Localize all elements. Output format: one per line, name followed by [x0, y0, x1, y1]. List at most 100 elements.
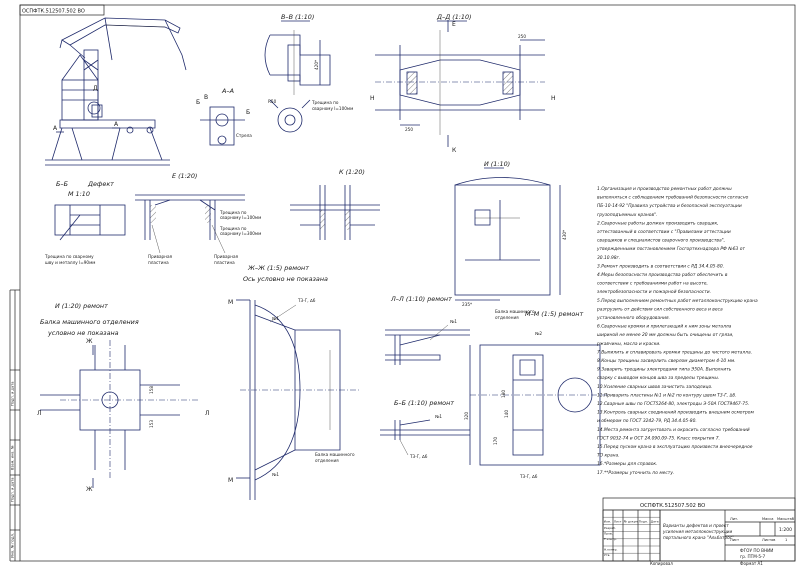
note-line: 7.Выпилить и сплавировать кромки трещины… [597, 349, 752, 355]
mark-n-left: Н [370, 95, 375, 102]
view-i-repair-note-2: условно не показана [47, 329, 119, 337]
title-block-lit: Лит. [730, 517, 738, 521]
title-block: ОСПФТК.512507.502 ВО Лит. Масса Масштаб … [602, 497, 796, 562]
view-ll-title: Л–Л (1:10) ремонт [390, 295, 452, 303]
note-line: 11.Приварить пластины №1 и №2 по контуру… [597, 392, 737, 398]
callout-e-crack-2a: Трещина по [219, 226, 247, 231]
mark-a-right: А [114, 121, 119, 128]
mark-m-top: М [228, 299, 233, 306]
dim-140: 140 [504, 410, 509, 418]
title-block-header-cell: № докум. [624, 520, 639, 524]
view-aa: А–А Б Б В Стрела R50 Трещина по сварному… [196, 87, 353, 146]
note-line: ржавчины, масла и краски. [596, 342, 661, 347]
note-line: 5.Перед выполнением ремонтных работ мета… [597, 298, 758, 304]
callout-strela: Стрела [236, 133, 252, 138]
title-block-title-1: Варианты дефектов и проект [663, 523, 729, 528]
note-line: 13.Контроль сварных соединений производи… [597, 410, 754, 416]
note-line: 30.10.98г. [597, 255, 620, 261]
callout-ll-n1: №1 [450, 319, 457, 324]
view-bb-repair-title: Б–Б (1:10) ремонт [394, 399, 454, 407]
callout-beam-i-2: отделения [495, 315, 519, 320]
callout-beam-2: отделения [315, 458, 339, 463]
note-line: 3.Ремонт производить в соответствии с РД… [597, 263, 724, 269]
callout-bb-weld: Т3-Г, ∆6 [409, 454, 428, 459]
callout-beam-1: Балка машинного [315, 452, 355, 457]
callout-plate-1a: Приварная [148, 254, 173, 259]
format-label: Формат А1 [740, 561, 763, 566]
title-block-role: Т.контр. [603, 537, 617, 541]
technical-notes: 1.Организация и производство ремонтных р… [596, 186, 758, 476]
mark-m-bottom: М [228, 477, 233, 484]
dim-430: 430* [562, 230, 567, 240]
note-line: ПБ-10-14-92 "Правила устройства и безопа… [597, 203, 742, 209]
dim-170: 170 [493, 437, 498, 445]
mark-n-right: Н [551, 95, 556, 102]
strip-label-3: Инв. № подл. [11, 533, 15, 558]
callout-beam-i-1: Балка машинного [495, 309, 535, 314]
mark-zh-bottom: Ж [86, 486, 93, 493]
view-vv: В–В (1:10) 420* [264, 13, 331, 95]
view-i-repair-note-1: Балка машинного отделения [40, 318, 139, 326]
callout-plate-1b: пластина [148, 260, 169, 265]
title-block-org-1: ФГОУ ПО ВНИИ [740, 548, 773, 553]
title-block-sheets: Листов [762, 538, 775, 542]
view-i: И (1:10) 430* 235* Балка машинного отдел… [454, 160, 567, 320]
mark-v: В [204, 94, 208, 101]
title-block-sheet: Лист [730, 538, 739, 542]
title-block-role: Пров. [604, 531, 613, 535]
note-line: установленного оборудования. [596, 315, 670, 321]
dim-320: 320 [464, 412, 469, 420]
view-bb-repair: Б–Б (1:10) ремонт №1 Т3-Г, ∆6 [380, 399, 470, 459]
view-i-title: И (1:10) [484, 160, 510, 168]
title-block-scale-label: Масштаб [777, 517, 795, 521]
title-block-header-cell: Подп. [639, 520, 648, 524]
note-line: 14.Места ремонта загрунтовать и окрасить… [597, 427, 750, 433]
note-line: грузоподъемных кранов". [597, 212, 657, 218]
note-line: 9.Заварить трещины электродами типа Э50А… [597, 367, 732, 373]
view-ll: Л–Л (1:10) ремонт №1 [385, 295, 470, 365]
strip-label-1: Взам. инв. № [11, 445, 15, 470]
title-block-header-cell: Изм. [604, 520, 611, 524]
mark-l-left: Л [37, 410, 42, 417]
note-line: 2.Сварочные работы должен производить св… [597, 220, 719, 226]
top-stamp-text: ОСПФТК.512507.502 ВО [22, 9, 85, 15]
callout-crack-aa-1: Трещина по [311, 100, 339, 105]
copied-label: Копировал [650, 561, 673, 566]
note-line: 16.*Размеры для справок. [597, 461, 657, 467]
view-dd: Д–Д (1:10) 250 250 Е Н Н К [370, 13, 556, 154]
strip-label-2: Подп. и дата [11, 478, 15, 502]
note-line: 10.Усиление сварных швов зачистить запод… [597, 384, 713, 390]
view-i-repair: И (1:20) ремонт Балка машинного отделени… [37, 302, 210, 493]
mark-b-1: Б [196, 99, 200, 106]
title-block-scale: 1:200 [779, 527, 792, 533]
sheet-frame [19, 4, 796, 562]
callout-e-crack-2b: сварному l=300мм [220, 231, 261, 236]
note-line: электробезопасности и пожарной безопасно… [597, 289, 711, 295]
note-line: выполняться с соблюдением требований без… [597, 195, 749, 201]
note-line: 1.Организация и производство ремонтных р… [597, 186, 732, 192]
note-line: сварщиков и специалистов сварочного прои… [597, 238, 725, 244]
view-mm: М–М (1:5) ремонт 320 180 140 170 №2 Т3-Г… [464, 310, 610, 479]
mark-zh-top: Ж [86, 338, 93, 345]
title-block-sheets-n: 1 [785, 538, 787, 542]
callout-crack-aa-2: сварному l=100мм [312, 106, 353, 111]
left-strip: Взам. инв. № Подп. и дата Инв. № подл. П… [9, 289, 20, 562]
note-line: 15.Перед пуском крана в эксплуатацию про… [597, 444, 753, 450]
view-mm-title: М–М (1:5) ремонт [525, 310, 583, 318]
note-line: аттестованный в соответствии с "Правилам… [597, 229, 731, 235]
note-line: сварку с выводом концов шва за пределы т… [597, 376, 719, 381]
crane-general-view: А А Д [45, 17, 187, 166]
callout-r50: R50 [268, 99, 277, 104]
note-line: утвержденными постановлением Госгортехна… [596, 246, 745, 252]
mark-d: Д [93, 85, 98, 92]
note-line: ТО крана. [597, 453, 620, 459]
title-block-title-2: усиления металлоконструкции [662, 529, 733, 534]
title-block-header-cell: Лист [614, 520, 622, 524]
title-block-code: ОСПФТК.512507.502 ВО [640, 503, 705, 509]
view-bb-defect-word: Дефект [87, 180, 114, 188]
mark-e: Е [452, 21, 456, 28]
callout-mm-weld: Т3-Г, ∆6 [519, 474, 538, 479]
note-line: и обмером по ГОСТ 3242-79, РД 34.4.05-80… [597, 418, 697, 424]
